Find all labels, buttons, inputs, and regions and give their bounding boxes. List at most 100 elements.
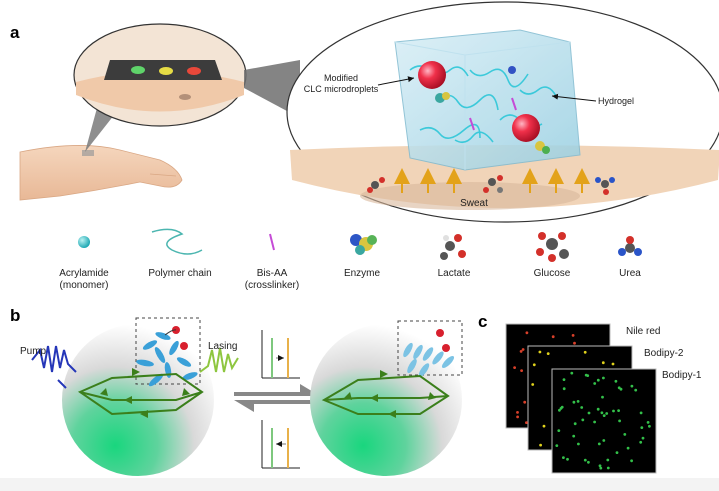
droplet-dot xyxy=(572,434,576,438)
droplet-dot xyxy=(562,456,565,459)
droplet-dot xyxy=(525,421,528,424)
legend-label-glucose: Glucose xyxy=(534,268,571,279)
lactate-icon xyxy=(440,234,466,260)
droplet-dot xyxy=(583,350,587,354)
legend-icons xyxy=(78,228,642,262)
droplet-dot xyxy=(519,350,523,353)
droplet-dot xyxy=(605,412,609,415)
droplet-dot xyxy=(630,384,634,388)
sweat-molecules xyxy=(367,175,615,195)
droplet-dot xyxy=(593,382,597,385)
droplet-dot xyxy=(532,363,536,367)
droplet-dot xyxy=(573,341,576,345)
droplet-dot xyxy=(639,411,643,415)
droplet-dot xyxy=(596,378,600,382)
droplet-dot xyxy=(612,409,615,413)
droplet-dot xyxy=(641,436,645,440)
spectrum-inset-bottom xyxy=(261,420,300,469)
droplet-dot xyxy=(601,395,604,399)
droplet-dot xyxy=(602,439,606,442)
droplet-dot xyxy=(539,443,542,447)
droplet-dot xyxy=(521,348,525,351)
droplet-dot xyxy=(587,411,591,415)
panel-label-a: a xyxy=(10,23,20,42)
droplet-dot xyxy=(587,460,590,464)
droplet-dot xyxy=(601,361,605,365)
enzyme-icon xyxy=(350,234,377,255)
sweat-arrows xyxy=(394,168,590,193)
droplet-dot xyxy=(566,457,569,461)
droplet-dot xyxy=(626,446,630,450)
droplet-dot xyxy=(596,407,600,411)
clc-droplet xyxy=(512,114,540,142)
modified-clc-label-line2: CLC microdroplets xyxy=(304,84,379,94)
legend-label-acrylamide: (monomer) xyxy=(60,280,109,291)
legend-label-bis-aa: (crosslinker) xyxy=(245,280,299,291)
pump-wave-icon xyxy=(31,345,77,389)
droplet-dot xyxy=(599,466,603,470)
modified-clc-label-line1: Modified xyxy=(324,73,358,83)
droplet-dot xyxy=(611,362,615,366)
droplet-dot xyxy=(516,411,519,414)
droplet-dot xyxy=(598,464,602,468)
urea-icon xyxy=(618,236,642,256)
droplet-dot xyxy=(557,429,561,432)
reversible-arrows xyxy=(234,384,320,412)
droplet-dot xyxy=(555,444,559,447)
droplet-dot xyxy=(630,459,633,463)
hydrogel-magnifier: Modified CLC microdroplets Hydrogel Swea… xyxy=(286,1,719,223)
droplet-dot xyxy=(516,415,519,419)
droplet-dot xyxy=(520,369,523,372)
droplet-dot xyxy=(581,418,585,422)
droplet-dot xyxy=(646,421,650,424)
legend-label-enzyme: Enzyme xyxy=(344,268,381,279)
droplet-dot xyxy=(570,371,574,375)
droplet-dot xyxy=(597,442,601,446)
droplet-dot xyxy=(602,376,605,380)
droplet-dot xyxy=(648,424,651,428)
microscopy-stack xyxy=(505,323,657,474)
droplet-dot xyxy=(640,426,644,429)
sphere-left xyxy=(62,317,214,476)
polymer-chain-icon xyxy=(151,228,203,255)
lasing-label: Lasing xyxy=(208,341,237,352)
droplet-dot xyxy=(602,414,606,417)
droplet-dot xyxy=(619,387,623,391)
droplet-dot xyxy=(606,458,610,462)
pump-label: Pump xyxy=(20,346,47,357)
legend-label-acrylamide: Acrylamide xyxy=(59,268,109,279)
droplet-dot xyxy=(531,383,535,386)
droplet-dot xyxy=(558,408,561,412)
droplet-dot xyxy=(571,334,575,337)
droplet-dot xyxy=(562,387,566,391)
droplet-dot xyxy=(572,400,576,404)
droplet-dot xyxy=(634,388,638,392)
dye-label-bodipy-1: Bodipy-1 xyxy=(662,370,702,381)
dye-label-bodipy-2: Bodipy-2 xyxy=(644,348,684,359)
glucose-icon xyxy=(536,232,569,262)
droplet-dot xyxy=(542,424,546,428)
zoom-connector xyxy=(244,60,300,118)
droplet-dot xyxy=(573,422,577,426)
enzyme-blob xyxy=(435,66,550,154)
hydrogel-label: Hydrogel xyxy=(598,96,634,106)
droplet-dot xyxy=(577,442,580,446)
droplet-dot xyxy=(583,458,587,462)
fluorescent-droplets xyxy=(513,331,651,470)
arm-illustration xyxy=(19,145,183,201)
spectrum-inset-top xyxy=(261,330,300,379)
crosslinker-icon xyxy=(269,233,275,251)
legend-label-bis-aa: Bis-AA xyxy=(257,268,288,279)
droplet-dot xyxy=(559,407,563,410)
droplet-dot xyxy=(617,409,620,412)
droplet-dot xyxy=(513,366,516,369)
droplet-dot xyxy=(614,379,618,383)
droplet-dot xyxy=(615,451,619,454)
droplet-dot xyxy=(525,331,529,335)
patch-magnifier xyxy=(73,23,247,152)
droplet-dot xyxy=(600,411,604,415)
dye-label-nile-red: Nile red xyxy=(626,326,660,337)
sweat-label: Sweat xyxy=(460,198,488,209)
